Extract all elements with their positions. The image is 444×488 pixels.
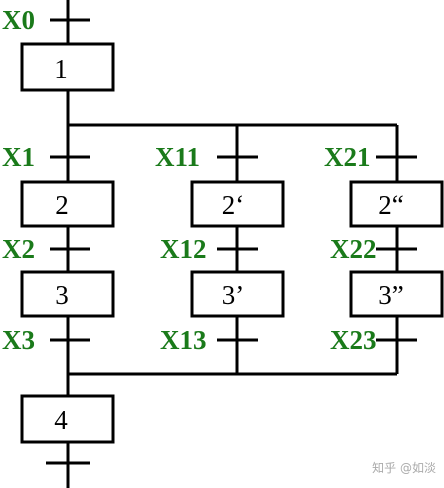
step-box-3a	[190, 270, 285, 318]
transition-label-x23: X23	[330, 325, 377, 355]
transition-label-x13: X13	[160, 325, 207, 355]
step-box-2b	[349, 180, 444, 228]
step-label-2b: 2“	[378, 190, 403, 220]
transition-label-x1: X1	[2, 142, 35, 172]
transition-label-x11: X11	[155, 142, 200, 172]
step-box-3	[20, 270, 115, 318]
step-box-1	[20, 42, 115, 92]
transition-label-x2: X2	[2, 234, 35, 264]
step-label-4: 4	[54, 405, 68, 435]
step-label-3b: 3”	[378, 280, 403, 310]
step-label-3a: 3’	[222, 280, 245, 310]
transition-label-x12: X12	[160, 234, 207, 264]
step-box-3b	[349, 270, 444, 318]
watermark-text: 知乎 @如淡	[372, 460, 436, 475]
step-label-1: 1	[54, 54, 68, 84]
step-label-2: 2	[55, 190, 69, 220]
transition-label-x3: X3	[2, 325, 35, 355]
transition-label-x22: X22	[330, 234, 377, 264]
step-box-2a	[190, 180, 285, 228]
transition-label-x0: X0	[2, 5, 35, 35]
step-box-2	[20, 180, 115, 228]
transition-label-x21: X21	[324, 142, 371, 172]
step-label-2a: 2‘	[222, 190, 245, 220]
step-label-3: 3	[55, 280, 69, 310]
